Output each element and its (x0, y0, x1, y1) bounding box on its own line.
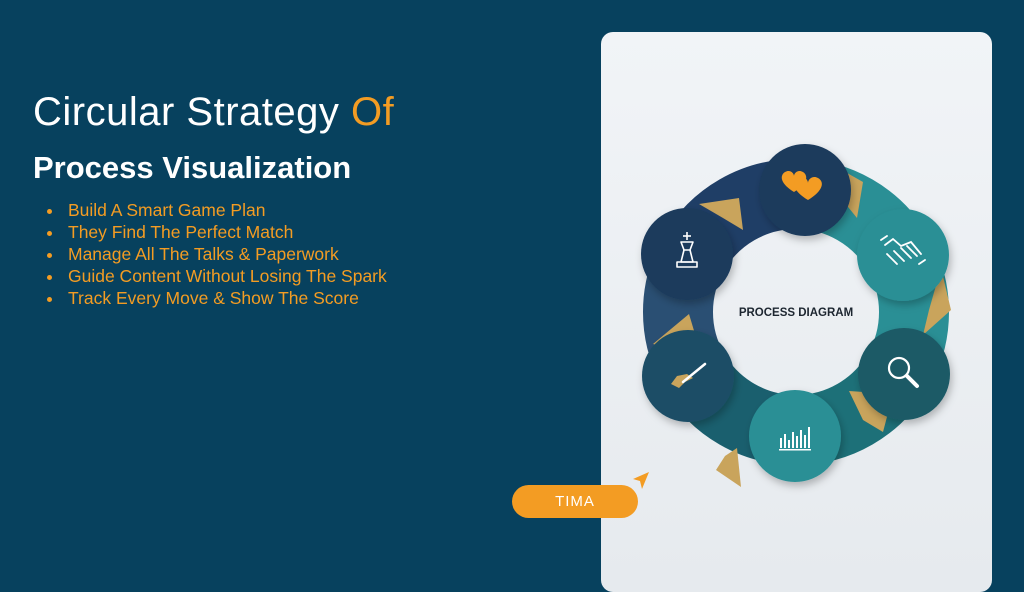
node-circle (749, 390, 841, 482)
bullet-item: Manage All The Talks & Paperwork (64, 243, 387, 265)
handshake-icon (880, 235, 926, 265)
title-main: Circular Strategy (33, 90, 351, 134)
bar-chart-icon (779, 427, 811, 451)
bullet-item: Build A Smart Game Plan (64, 199, 387, 221)
pen-hand-icon (671, 362, 707, 388)
slide-title: Circular Strategy Of (33, 90, 394, 135)
node-circle (857, 209, 949, 301)
cursor-arrow-icon (633, 472, 649, 489)
title-accent: Of (350, 90, 395, 134)
bullet-item: Track Every Move & Show The Score (64, 287, 387, 309)
slide-subtitle: Process Visualization (33, 150, 352, 185)
bullet-list: Build A Smart Game Plan They Find The Pe… (44, 199, 387, 309)
bullet-item: Guide Content Without Losing The Spark (64, 265, 387, 287)
chess-king-icon (676, 232, 698, 268)
process-diagram: PROCESS DIAGRAM (641, 144, 951, 487)
magnifier-icon (887, 356, 919, 388)
bullet-item: They Find The Perfect Match (64, 221, 387, 243)
diagram-center-label: PROCESS DIAGRAM (739, 307, 853, 319)
hearts-icon (781, 170, 822, 200)
tima-badge: TIMA (512, 485, 638, 518)
node-circle (858, 328, 950, 420)
node-circle (641, 208, 733, 300)
